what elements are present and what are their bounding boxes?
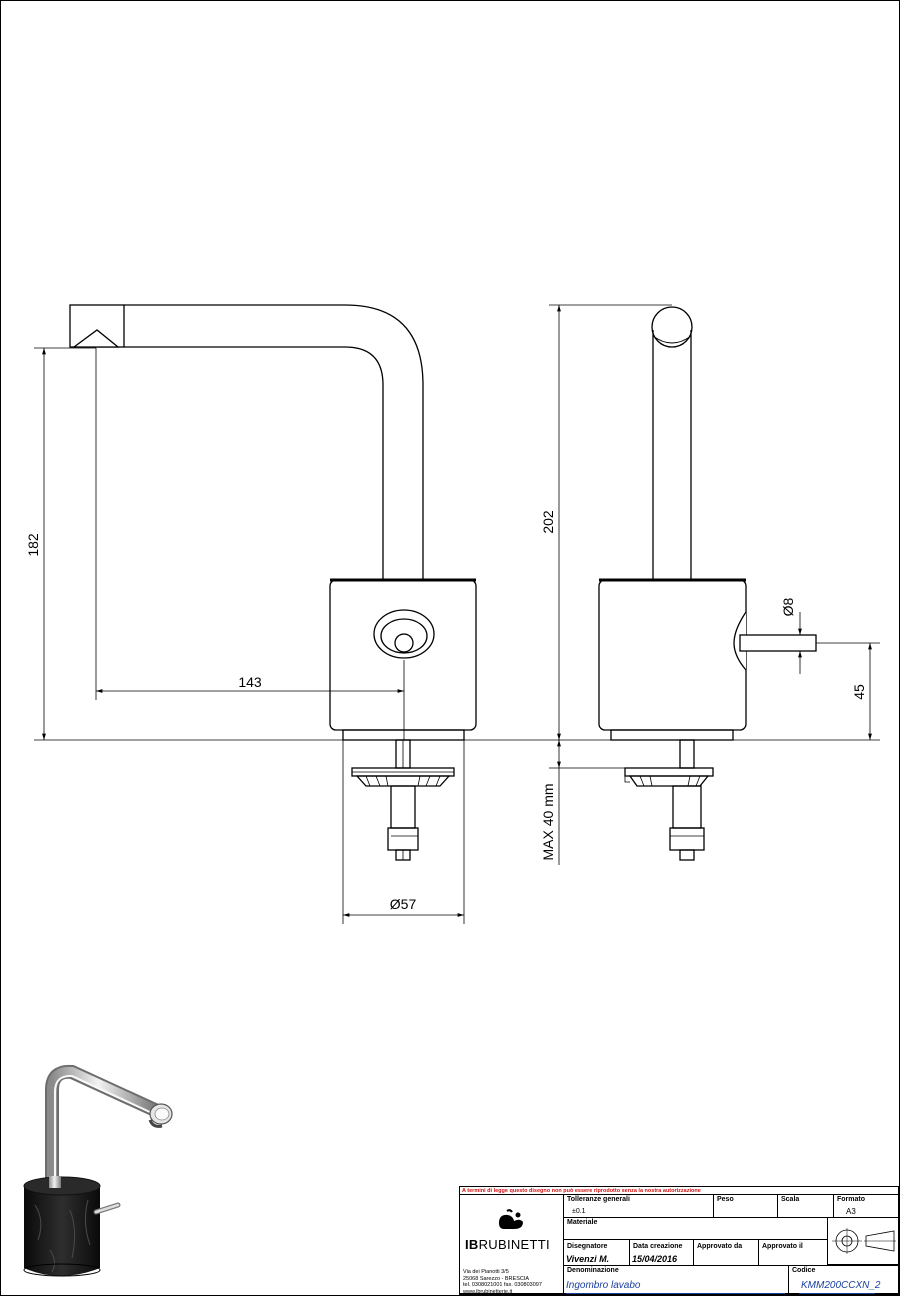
brand-bold: IB	[465, 1237, 479, 1252]
dim-max-thickness: MAX 40 mm	[540, 783, 556, 860]
data-creazione-label: Data creazione	[633, 1243, 683, 1250]
denominazione-value: Ingombro lavabo	[566, 1280, 641, 1291]
address-line: www.ibrubinetterie.it	[463, 1288, 513, 1295]
denominazione-cell: Denominazione Ingombro lavabo	[563, 1265, 789, 1295]
company-address: Via dei Pianotti 3/5 25068 Sarezzo - BRE…	[463, 1269, 542, 1295]
formato-cell: Formato A3	[833, 1194, 900, 1218]
front-dimension-lines	[34, 347, 880, 924]
disegnatore-value: Vivenzi M.	[566, 1254, 610, 1264]
materiale-cell: Materiale	[563, 1217, 828, 1240]
front-spout-body	[124, 304, 424, 580]
side-fixing-nut	[624, 767, 714, 777]
formato-value: A3	[846, 1207, 856, 1216]
peso-cell: Peso	[713, 1194, 778, 1218]
tolleranze-cell: Tolleranze generali ±0.1	[563, 1194, 714, 1218]
scala-cell: Scala	[777, 1194, 834, 1218]
tolleranze-value: ±0.1	[572, 1208, 586, 1215]
address-line: tel. 0308021001 fax. 030803097	[463, 1282, 542, 1288]
formato-label: Formato	[837, 1196, 865, 1203]
approvato-da-label: Approvato da	[697, 1243, 743, 1250]
address-line: 25068 Sarezzo - BRESCIA	[463, 1275, 530, 1282]
materiale-label: Materiale	[567, 1219, 598, 1226]
logo-cell: IBRUBINETTI Via dei Pianotti 3/5 25068 S…	[459, 1194, 564, 1295]
product-3d-render	[23, 1064, 173, 1277]
side-lever	[739, 634, 817, 652]
data-creazione-value: 15/04/2016	[632, 1254, 678, 1264]
approvato-il-label: Approvato il	[762, 1243, 803, 1250]
front-body	[329, 579, 477, 731]
projection-symbol-icon	[832, 1228, 896, 1254]
disegnatore-cell: Disegnatore Vivenzi M.	[563, 1239, 630, 1266]
side-spout-head	[651, 306, 693, 348]
side-base-plate	[610, 729, 734, 741]
front-lever-socket-inner	[380, 618, 428, 654]
front-lever-end	[394, 633, 414, 653]
data-creazione-cell: Data creazione 15/04/2016	[629, 1239, 694, 1266]
denominazione-label: Denominazione	[567, 1267, 619, 1274]
front-lever-socket-outer	[373, 609, 435, 659]
scala-label: Scala	[781, 1196, 800, 1203]
front-view	[69, 304, 477, 861]
codice-cell: Codice KMM200CCXN_2	[788, 1265, 900, 1295]
dim-lever-height: 45	[851, 684, 867, 700]
address-line: Via dei Pianotti 3/5	[463, 1269, 509, 1275]
approvato-da-cell: Approvato da	[693, 1239, 759, 1266]
codice-label: Codice	[792, 1267, 816, 1274]
dim-spout-reach: 143	[238, 674, 262, 690]
brand-rest: RUBINETTI	[478, 1237, 550, 1252]
brand-name: IBRUBINETTI	[465, 1237, 550, 1252]
front-aerator	[72, 329, 120, 348]
side-body	[598, 579, 747, 731]
projection-cell	[827, 1217, 900, 1265]
company-logo-icon	[499, 1209, 523, 1229]
front-base-plate	[342, 729, 465, 741]
dim-lever-diameter: Ø8	[780, 597, 796, 616]
tolleranze-label: Tolleranze generali	[567, 1196, 630, 1203]
dim-total-height: 202	[540, 510, 556, 534]
dim-spout-height: 182	[25, 533, 41, 557]
peso-label: Peso	[717, 1196, 734, 1203]
dim-base-diameter: Ø57	[390, 896, 417, 912]
side-view	[598, 306, 817, 861]
side-dimension-lines	[549, 304, 880, 865]
approvato-il-cell: Approvato il	[758, 1239, 828, 1266]
disegnatore-label: Disegnatore	[567, 1243, 608, 1250]
title-block: A termini di legge questo disegno non pu…	[459, 1186, 900, 1295]
codice-value: KMM200CCXN_2	[801, 1280, 881, 1291]
